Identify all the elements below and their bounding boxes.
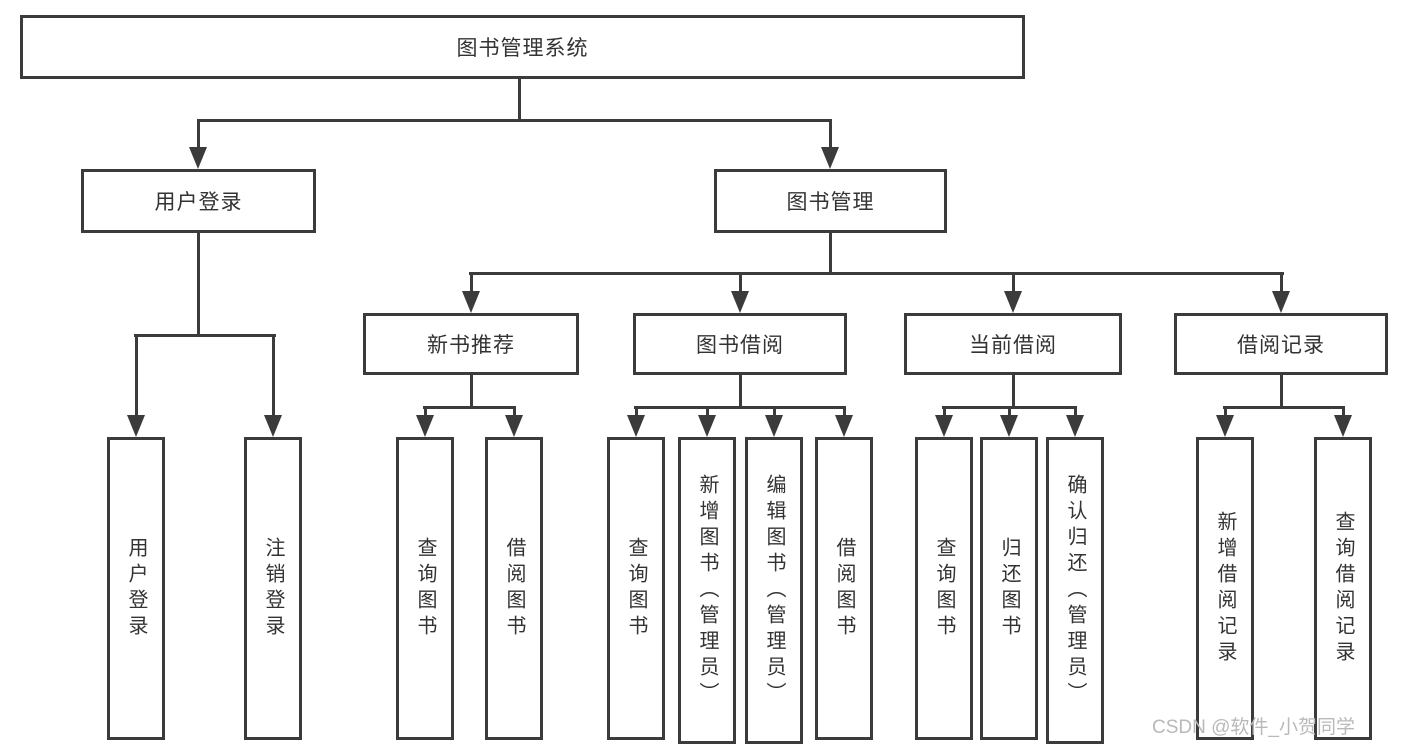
leaf-add-book-admin: 新增图书（管理员） [678, 437, 736, 744]
connector-vline [197, 231, 200, 337]
connector-hline [423, 406, 516, 409]
connector-vline [829, 119, 832, 149]
connector-vline [773, 406, 776, 417]
connector-hline [1223, 406, 1345, 409]
leaf-logout: 注销登录 [244, 437, 302, 740]
down-arrowhead-icon [627, 415, 645, 437]
down-arrowhead-icon [1334, 415, 1352, 437]
connector-vline [1342, 406, 1345, 417]
down-arrowhead-icon [935, 415, 953, 437]
connector-vline [135, 334, 138, 416]
down-arrowhead-icon [505, 415, 523, 437]
leaf-user-login: 用户登录 [107, 437, 165, 740]
connector-vline [739, 373, 742, 409]
down-arrowhead-icon [731, 291, 749, 313]
connector-vline [1008, 406, 1011, 417]
connector-vline [1280, 373, 1283, 409]
down-arrowhead-icon [462, 291, 480, 313]
node-borrowing-records: 借阅记录 [1174, 313, 1388, 375]
node-current-borrowing: 当前借阅 [904, 313, 1122, 375]
leaf-query-books-recommend: 查询图书 [396, 437, 454, 740]
down-arrowhead-icon [416, 415, 434, 437]
connector-vline [829, 231, 832, 275]
node-new-book-recommend: 新书推荐 [363, 313, 579, 375]
leaf-edit-book-admin: 编辑图书（管理员） [745, 437, 803, 744]
node-library-management-system: 图书管理系统 [20, 15, 1025, 79]
leaf-query-borrow-record: 查询借阅记录 [1314, 437, 1372, 740]
down-arrowhead-icon [765, 415, 783, 437]
connector-vline [706, 406, 709, 417]
down-arrowhead-icon [1216, 415, 1234, 437]
connector-vline [424, 406, 427, 417]
leaf-borrow-books-borrowing: 借阅图书 [815, 437, 873, 740]
connector-vline [513, 406, 516, 417]
connector-vline [1012, 373, 1015, 409]
connector-hline [634, 406, 846, 409]
connector-vline [739, 272, 742, 293]
leaf-confirm-return-admin: 确认归还（管理员） [1046, 437, 1104, 744]
connector-vline [470, 373, 473, 409]
csdn-watermark: CSDN @软件_小贺同学 [1152, 717, 1355, 738]
connector-vline [943, 406, 946, 417]
connector-vline [1074, 406, 1077, 417]
leaf-query-books-current: 查询图书 [915, 437, 973, 740]
connector-hline [197, 119, 832, 122]
down-arrowhead-icon [1004, 291, 1022, 313]
leaf-query-books-borrowing: 查询图书 [607, 437, 665, 740]
connector-vline [272, 334, 275, 416]
connector-vline [1224, 406, 1227, 417]
down-arrowhead-icon [264, 415, 282, 437]
down-arrowhead-icon [189, 147, 207, 169]
node-user-login: 用户登录 [81, 169, 316, 233]
connector-vline [518, 77, 521, 121]
leaf-add-borrow-record: 新增借阅记录 [1196, 437, 1254, 740]
leaf-return-book: 归还图书 [980, 437, 1038, 740]
down-arrowhead-icon [821, 147, 839, 169]
connector-vline [1012, 272, 1015, 293]
down-arrowhead-icon [1066, 415, 1084, 437]
connector-hline [469, 272, 1284, 275]
connector-vline [1280, 272, 1283, 293]
connector-vline [197, 119, 200, 149]
node-book-management: 图书管理 [714, 169, 947, 233]
down-arrowhead-icon [835, 415, 853, 437]
connector-hline [134, 334, 276, 337]
down-arrowhead-icon [127, 415, 145, 437]
leaf-borrow-books-recommend: 借阅图书 [485, 437, 543, 740]
connector-vline [470, 272, 473, 293]
node-book-borrowing: 图书借阅 [633, 313, 847, 375]
down-arrowhead-icon [698, 415, 716, 437]
down-arrowhead-icon [1272, 291, 1290, 313]
connector-vline [635, 406, 638, 417]
down-arrowhead-icon [1000, 415, 1018, 437]
connector-vline [843, 406, 846, 417]
